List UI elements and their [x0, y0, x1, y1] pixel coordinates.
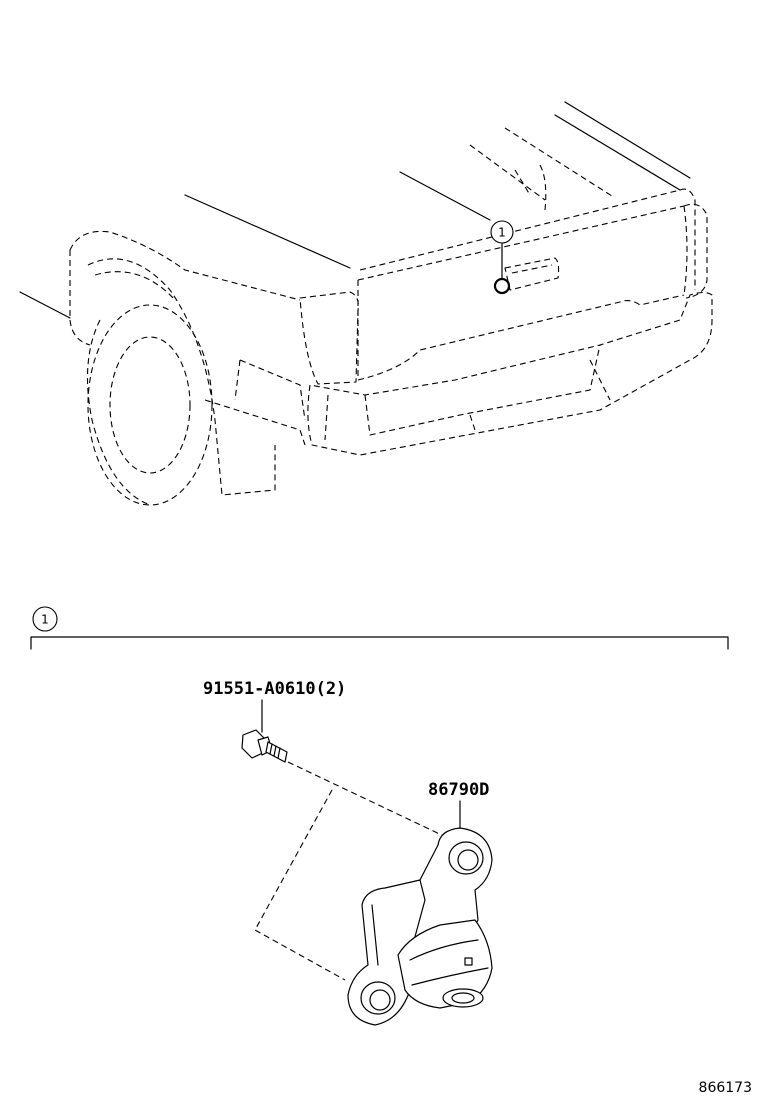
- camera-part: 86790D: [254, 761, 493, 1026]
- bolt-part-number: 91551-A0610(2): [203, 679, 346, 699]
- bolt-part: 91551-A0610(2): [203, 679, 346, 763]
- section-bracket: [30, 636, 729, 650]
- section-header: 1: [30, 606, 729, 650]
- back-camera-icon: [347, 827, 493, 1026]
- camera-location-marker: [493, 277, 511, 295]
- illustration-number: 866173: [699, 1080, 752, 1096]
- camera-part-number: 86790D: [428, 780, 489, 800]
- vehicle-rear-illustration: 1: [19, 101, 713, 506]
- section-index-circle: [32, 606, 58, 632]
- section-index: 1: [41, 613, 49, 627]
- callout-circle: [490, 220, 514, 244]
- callout-index: 1: [498, 226, 506, 240]
